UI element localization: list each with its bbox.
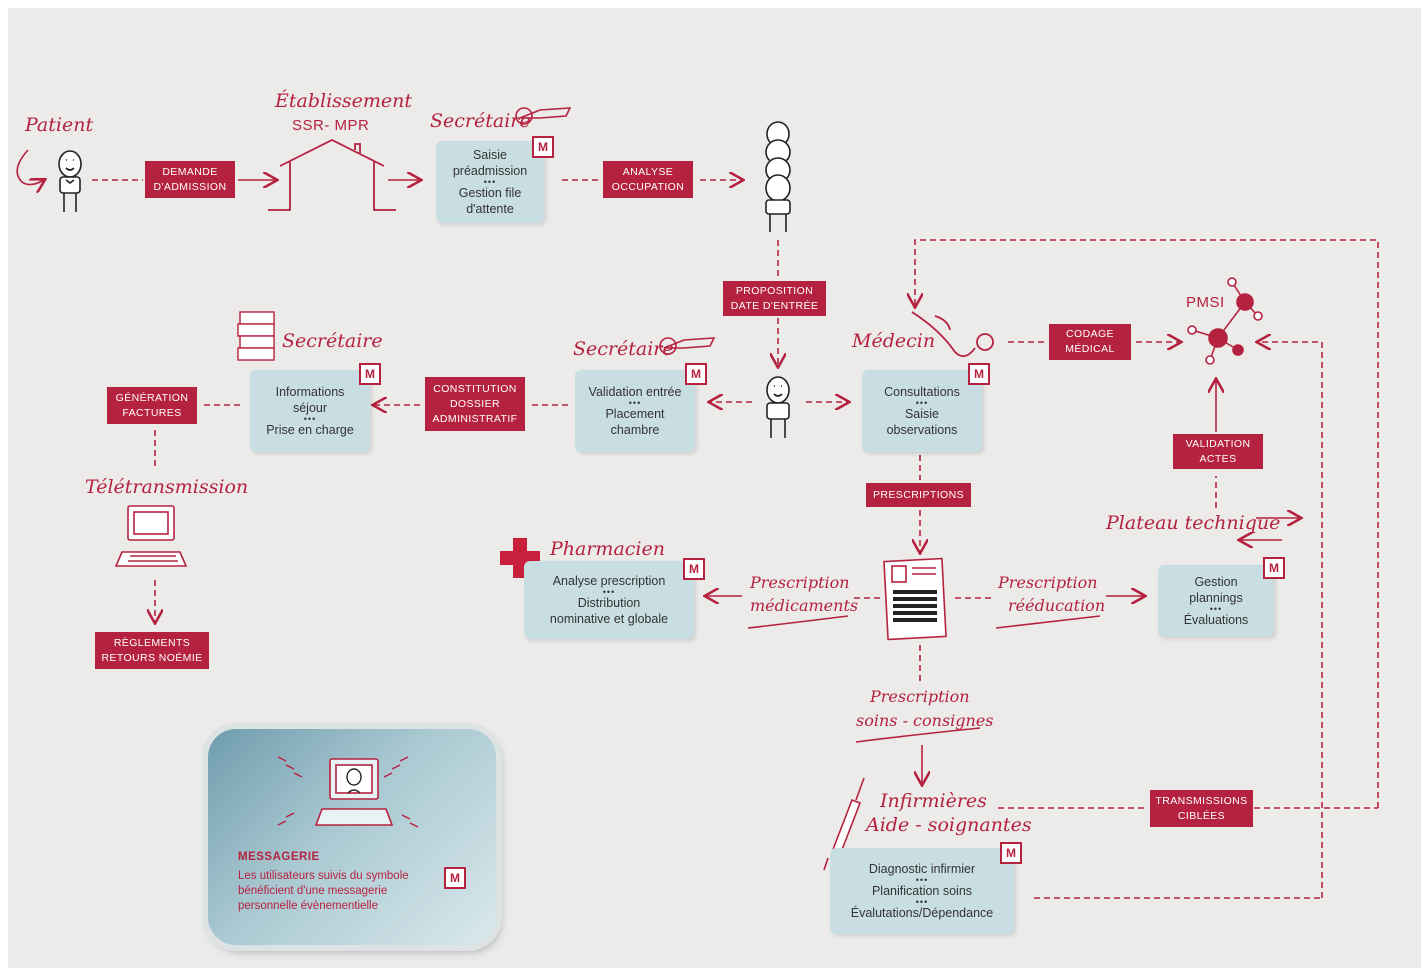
actor-secretaire-top: Secrétaire [430, 110, 531, 132]
actor-pmsi: PMSI [1186, 294, 1225, 311]
box-text: Consultations [884, 385, 960, 399]
patients-stack-icon [765, 121, 791, 232]
pmsi-network-icon [1187, 277, 1263, 365]
actor-secretaire-mid: Secrétaire [573, 338, 674, 360]
label-prescriptions: PRESCRIPTIONS [866, 483, 971, 507]
actor-teletransmission: Télétransmission [85, 476, 249, 498]
actor-secretaire-left: Secrétaire [282, 330, 383, 352]
messagerie-panel: MESSAGERIE Les utilisateurs suivis du sy… [208, 729, 496, 945]
box-text: Prise en charge [266, 423, 354, 437]
messagerie-text: Les utilisateurs suivis du symbole bénéf… [238, 870, 409, 912]
box-text: préadmission [452, 164, 528, 178]
label-proposition-date: PROPOSITION DATE D'ENTRÉE [723, 281, 826, 316]
separator-dots: ••• [483, 177, 497, 187]
box-gestion-plannings: Gestion plannings ••• Évaluations [1158, 565, 1274, 637]
messagerie-m-icon: M [685, 363, 707, 385]
box-text: Planification soins [871, 884, 973, 898]
box-text: nominative et globale [549, 612, 669, 626]
label-constitution-dossier: CONSTITUTION DOSSIER ADMINISTRATIF [425, 377, 525, 431]
key-icon [515, 107, 572, 125]
box-text: chambre [610, 423, 660, 437]
box-text: Validation entrée [588, 385, 682, 399]
label-demande-admission: DEMANDE D'ADMISSION [145, 161, 235, 198]
edge-right-pmsi [1258, 342, 1323, 898]
label-validation-actes: VALIDATION ACTES [1173, 434, 1263, 469]
key-icon [659, 337, 716, 355]
edge-loop-top [915, 239, 1379, 808]
box-informations-sejour: Informations séjour ••• Prise en charge [250, 370, 370, 452]
patient-figure-icon [58, 150, 82, 212]
stethoscope-icon [911, 311, 994, 358]
messagerie-m-icon: M [532, 136, 554, 158]
presc-soins-1: Prescription [870, 687, 970, 706]
messagerie-m-icon: M [444, 867, 466, 889]
swash-presc-soins [855, 727, 981, 743]
box-diagnostic-infirmier: Diagnostic infirmier ••• Planification s… [830, 848, 1014, 934]
separator-dots: ••• [915, 398, 929, 408]
label-analyse-occupation: ANALYSE OCCUPATION [603, 161, 693, 198]
separator-dots: ••• [1209, 604, 1223, 614]
swash-presc-reed [995, 615, 1101, 629]
actor-plateau-technique: Plateau technique [1106, 512, 1281, 534]
presc-soins-2: soins - consignes [856, 711, 994, 730]
box-text: Placement [605, 407, 665, 421]
box-validation-entree: Validation entrée ••• Placement chambre [575, 370, 695, 452]
label-codage-medical: CODAGE MÉDICAL [1049, 324, 1131, 360]
box-consultations: Consultations ••• Saisie observations [862, 370, 982, 452]
box-text: plannings [1189, 591, 1243, 605]
separator-dots: ••• [915, 897, 929, 907]
patient-single-icon [766, 376, 790, 438]
box-text: d'attente [466, 202, 514, 216]
swash-presc-med [747, 615, 849, 629]
separator-dots: ••• [303, 414, 317, 424]
box-text: Diagnostic infirmier [868, 862, 976, 876]
presc-medicaments-2: médicaments [750, 596, 859, 615]
messagerie-m-icon: M [683, 558, 705, 580]
box-analyse-prescription: Analyse prescription ••• Distribution no… [524, 561, 694, 639]
box-text: Saisie [904, 407, 940, 421]
actor-etablissement: Établissement [275, 90, 413, 112]
actor-medecin: Médecin [852, 330, 936, 352]
messagerie-m-icon: M [1263, 557, 1285, 579]
syringe-icon [823, 777, 865, 871]
document-lines [893, 590, 937, 622]
presc-reeducation-1: Prescription [998, 573, 1098, 592]
messagerie-m-icon: M [968, 363, 990, 385]
box-text: Saisie [472, 148, 508, 162]
binders-icon [237, 311, 275, 361]
box-text: Gestion [1194, 575, 1238, 589]
label-generation-factures: GÉNÉRATION FACTURES [107, 387, 197, 424]
presc-medicaments-1: Prescription [750, 573, 850, 592]
box-text: Informations [275, 385, 345, 399]
box-text: Distribution [577, 596, 641, 610]
laptop-icon [114, 505, 188, 567]
actor-pharmacien: Pharmacien [550, 538, 665, 560]
box-text: Évalutations/Dépendance [850, 906, 994, 920]
messagerie-m-icon: M [359, 363, 381, 385]
actor-aides-soignantes: Aide - soignantes [866, 814, 1032, 836]
box-saisie-preadmission: Saisie préadmission ••• Gestion file d'a… [436, 141, 544, 223]
actor-patient: Patient [25, 114, 94, 136]
separator-dots: ••• [915, 875, 929, 885]
box-text: séjour [292, 401, 328, 415]
actor-infirmieres: Infirmières [880, 790, 987, 812]
box-text: observations [886, 423, 958, 437]
actor-ssr-mpr: SSR- MPR [292, 117, 370, 134]
box-text: Analyse prescription [552, 574, 666, 588]
box-text: Gestion file [458, 186, 522, 200]
label-reglements: RÈGLEMENTS RETOURS NOÉMIE [95, 632, 209, 669]
label-transmissions-ciblees: TRANSMISSIONS CIBLÉES [1150, 790, 1253, 827]
messagerie-laptop-icon [277, 756, 419, 828]
messagerie-m-icon: M [1000, 842, 1022, 864]
presc-reeducation-2: rééducation [1008, 596, 1106, 615]
box-text: Évaluations [1183, 613, 1249, 627]
house-icon [268, 138, 396, 211]
separator-dots: ••• [602, 587, 616, 597]
messagerie-title: MESSAGERIE [238, 851, 320, 863]
separator-dots: ••• [628, 398, 642, 408]
patient-curl-arrow [16, 149, 44, 185]
